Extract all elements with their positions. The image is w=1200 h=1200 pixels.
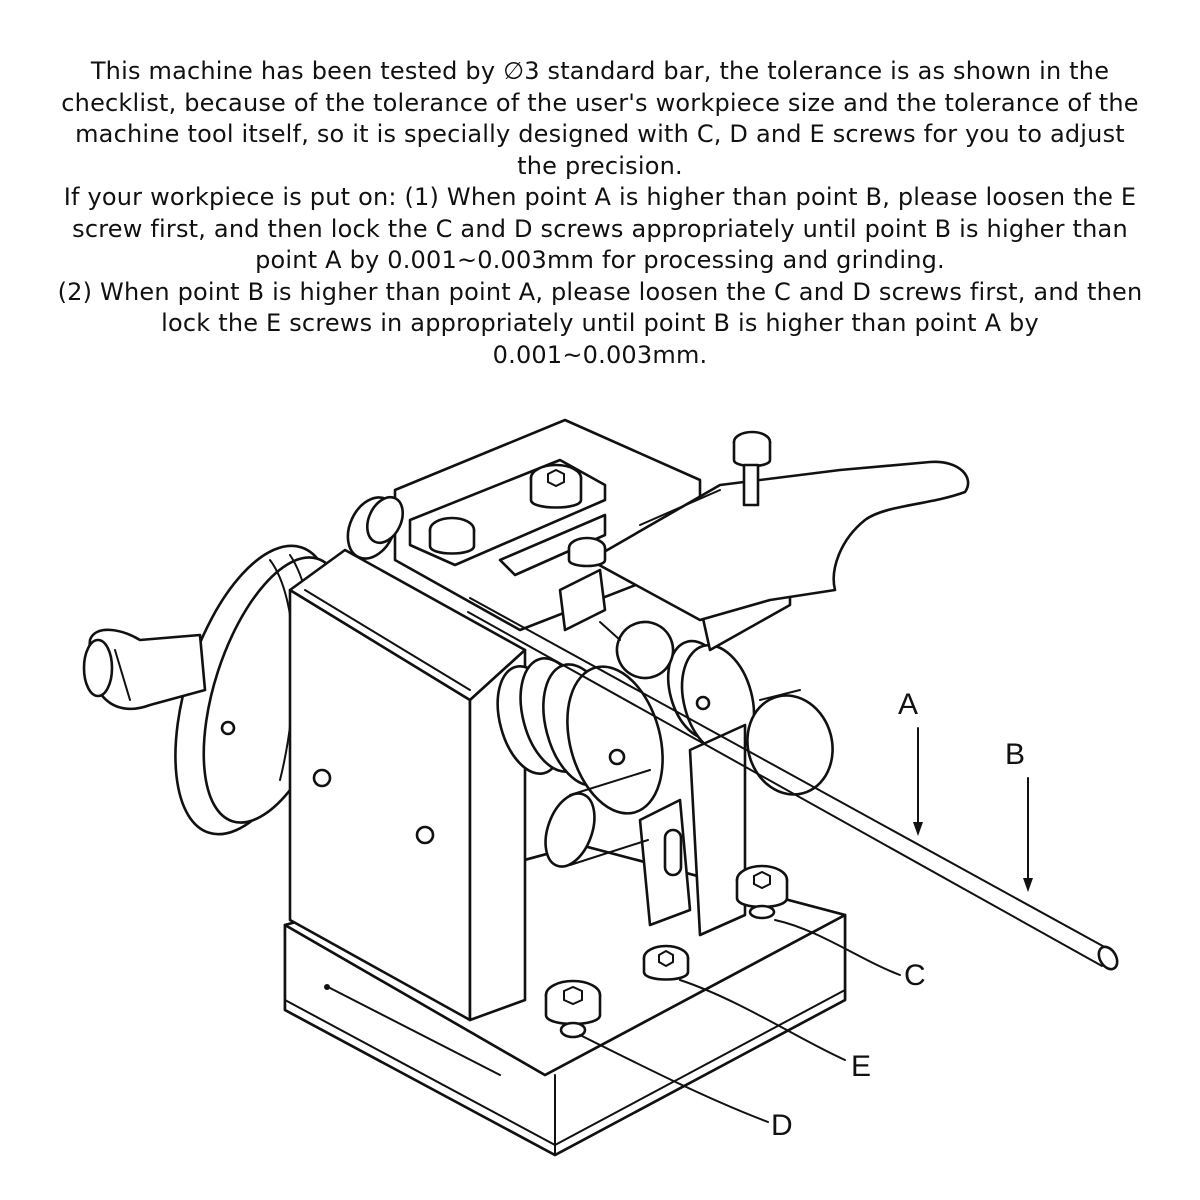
instruction-line: checklist, because of the tolerance of t… <box>61 88 1139 117</box>
screw-c-icon <box>735 864 789 920</box>
instruction-line: This machine has been tested by ∅3 stand… <box>90 57 1110 85</box>
instruction-line: lock the E screws in appropriately until… <box>161 309 1039 337</box>
roller-pulleys <box>496 639 834 815</box>
label-b: B <box>1005 738 1025 771</box>
screw-top-right <box>567 536 607 568</box>
screw-d-icon <box>544 979 602 1039</box>
instruction-line: point A by 0.001~0.003mm for processing … <box>255 246 945 274</box>
instruction-line: (2) When point B is higher than point A,… <box>57 277 1143 306</box>
screw-e-icon <box>642 944 690 981</box>
instruction-line: screw first, and then lock the C and D s… <box>72 214 1128 243</box>
screw-knob <box>599 620 675 680</box>
label-c: C <box>904 959 926 992</box>
instructions-text: This machine has been tested by ∅3 stand… <box>20 56 1180 371</box>
top-screws <box>428 430 772 680</box>
screw-post <box>732 430 772 507</box>
workpiece-bar <box>467 597 1119 971</box>
leader-lines <box>579 727 1033 1123</box>
tool-rest <box>558 460 970 632</box>
screw-top-mid <box>428 516 476 555</box>
screw-top-left <box>529 463 583 509</box>
instruction-line: 0.001~0.003mm. <box>492 340 708 369</box>
instruction-line: If your workpiece is put on: (1) When po… <box>63 183 1137 211</box>
adjust-screws <box>544 864 789 1039</box>
main-housing <box>288 495 527 1022</box>
instruction-line: machine tool itself, so it is specially … <box>75 120 1125 148</box>
label-e: E <box>851 1050 871 1083</box>
label-a: A <box>898 688 918 721</box>
label-d: D <box>771 1109 793 1142</box>
instruction-line: the precision. <box>517 151 683 180</box>
